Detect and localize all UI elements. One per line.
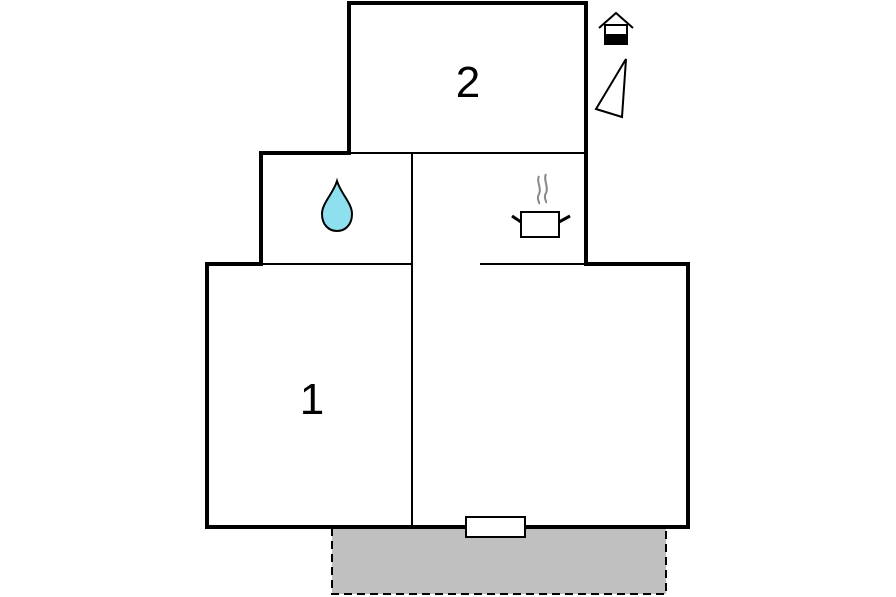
inner-walls [261, 152, 586, 527]
steam-lines [536, 173, 548, 205]
pot-body [520, 211, 560, 238]
pot-handle-right [558, 214, 571, 224]
cooking-pot-icon [511, 173, 571, 238]
room-label-1: 1 [300, 375, 324, 424]
room-label-2: 2 [456, 58, 480, 107]
terrace-area [331, 526, 667, 595]
outer-walls [205, 1, 690, 529]
north-arrow-icon [594, 58, 627, 119]
building-outline [205, 1, 690, 529]
pot-handle-left [511, 214, 522, 224]
door-icon [465, 516, 526, 538]
house-icon [598, 11, 634, 45]
water-drop-icon [320, 177, 354, 233]
